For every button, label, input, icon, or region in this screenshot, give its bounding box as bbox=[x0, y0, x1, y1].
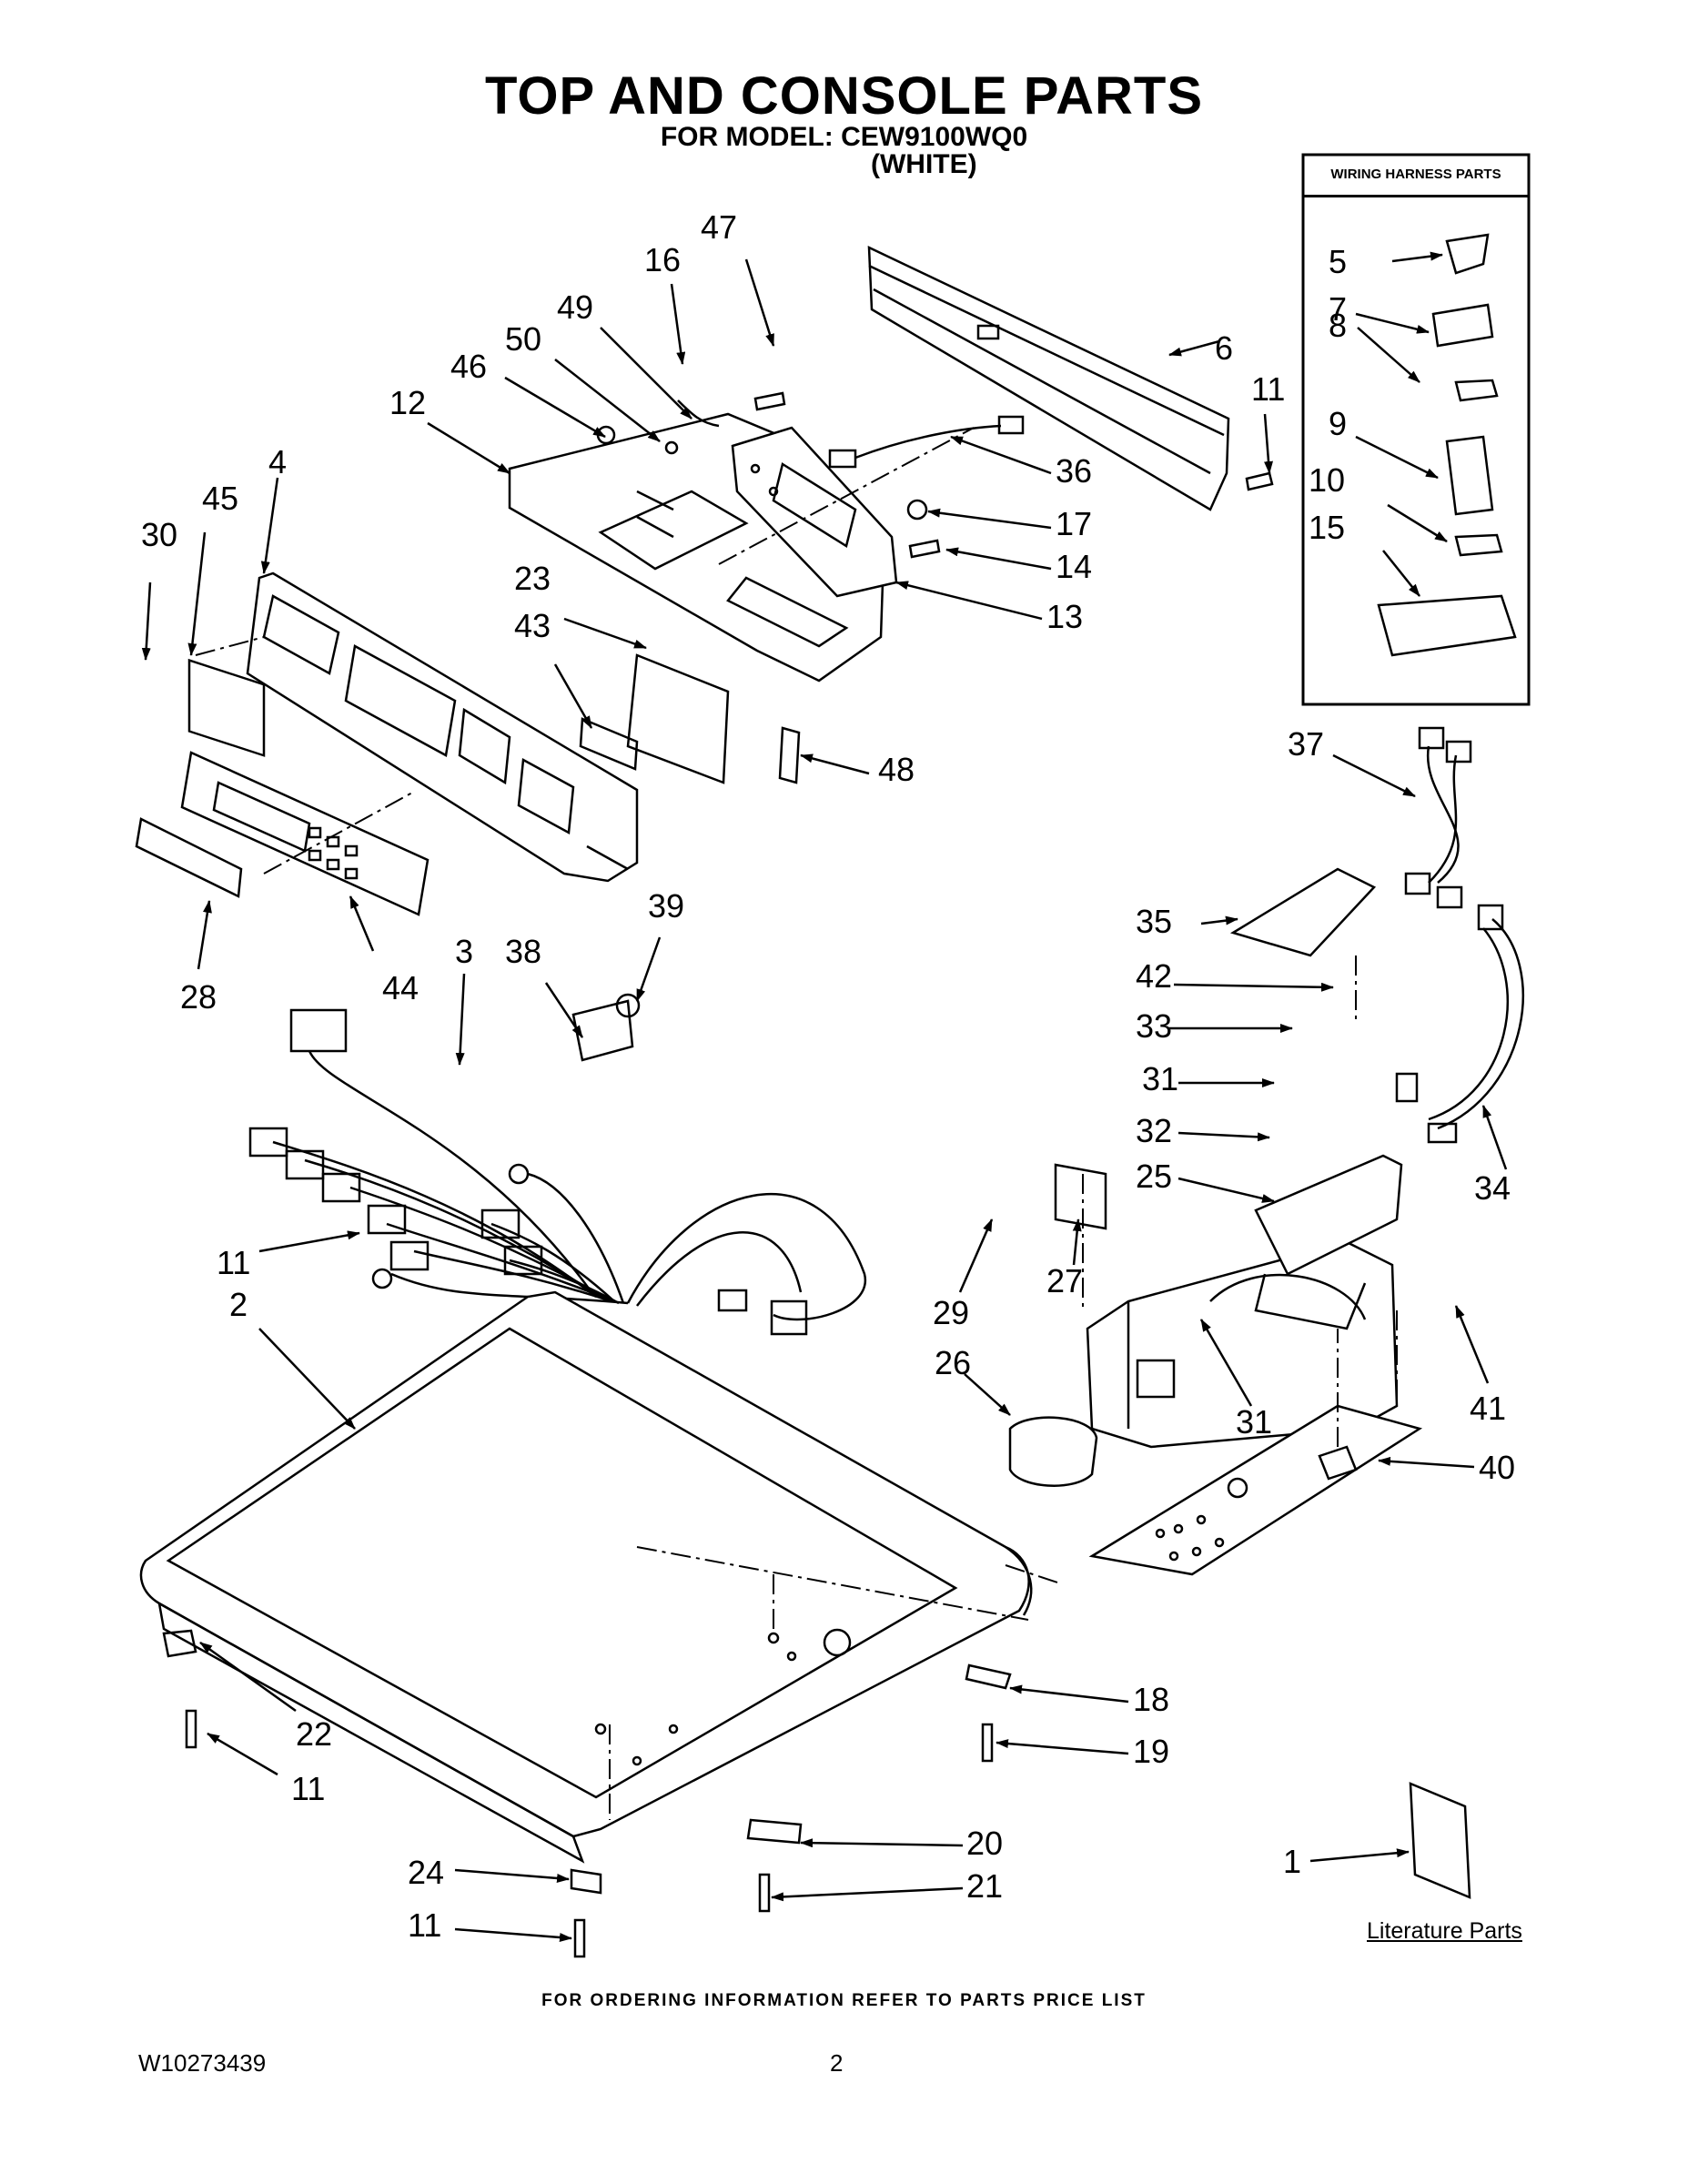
wiring-harness-box bbox=[1301, 153, 1531, 706]
part-label: 46 bbox=[450, 348, 487, 385]
page-number: 2 bbox=[830, 2049, 844, 2077]
top-panel bbox=[139, 1290, 1033, 1864]
junction-box bbox=[1086, 1154, 1403, 1449]
part-label: 31 bbox=[1236, 1403, 1272, 1441]
terminal-plate bbox=[1088, 1404, 1423, 1576]
page-title: TOP AND CONSOLE PARTS bbox=[484, 66, 1204, 126]
part-label: 7 bbox=[1329, 290, 1347, 328]
part-labels: 47 16 49 50 46 12 4 45 30 6 11 36 17 14 … bbox=[141, 208, 1515, 1944]
cover-35 bbox=[1229, 867, 1377, 957]
part-label: 43 bbox=[514, 607, 551, 644]
part-label: 24 bbox=[408, 1854, 444, 1891]
main-wire-harness bbox=[248, 1008, 867, 1336]
part-label: 8 bbox=[1329, 307, 1347, 344]
part-label: 16 bbox=[644, 241, 681, 278]
harness-37 bbox=[1404, 726, 1472, 909]
overlay-45 bbox=[187, 658, 266, 757]
part-label: 14 bbox=[1056, 548, 1092, 585]
console-housing bbox=[508, 412, 884, 682]
part-label: 39 bbox=[648, 887, 684, 925]
literature-booklet bbox=[1409, 1782, 1471, 1899]
part-label: 48 bbox=[878, 751, 915, 788]
model-subtitle: FOR MODEL: CEW9100WQ0 bbox=[660, 122, 1028, 152]
part-label: 38 bbox=[505, 933, 541, 970]
part-label: 42 bbox=[1136, 957, 1172, 995]
harness-36 bbox=[828, 415, 1025, 469]
part-label: 49 bbox=[557, 288, 593, 326]
inset-connectors bbox=[1377, 233, 1517, 657]
document-number: W10273439 bbox=[138, 2049, 267, 2077]
part-label: 27 bbox=[1046, 1262, 1083, 1299]
part-label: 5 bbox=[1329, 243, 1347, 280]
part-label: 35 bbox=[1136, 903, 1172, 940]
part-label: 11 bbox=[1251, 370, 1285, 408]
part-label: 11 bbox=[291, 1770, 325, 1807]
display-lens bbox=[135, 817, 243, 898]
part-label: 23 bbox=[514, 560, 551, 597]
part-label: 47 bbox=[701, 208, 737, 246]
harness-34 bbox=[1395, 904, 1524, 1144]
top-mount-hardware bbox=[162, 1629, 1012, 1958]
shield-plate bbox=[626, 653, 730, 784]
part-label: 20 bbox=[966, 1825, 1003, 1862]
part-label: 28 bbox=[180, 978, 217, 1016]
bracket-43 bbox=[579, 717, 639, 771]
display-overlay bbox=[180, 751, 430, 916]
part-label: 45 bbox=[202, 480, 238, 517]
part-label: 22 bbox=[296, 1715, 332, 1753]
part-label: 33 bbox=[1136, 1007, 1172, 1045]
part-label: 11 bbox=[408, 1906, 441, 1944]
transformer bbox=[571, 993, 641, 1062]
part-label: 32 bbox=[1136, 1112, 1172, 1149]
rear-console-frame bbox=[867, 245, 1230, 511]
part-label: 9 bbox=[1329, 405, 1347, 442]
part-label: 31 bbox=[1142, 1060, 1178, 1097]
part-label: 26 bbox=[935, 1344, 971, 1381]
part-label: 25 bbox=[1136, 1158, 1172, 1195]
part-label: 40 bbox=[1479, 1449, 1515, 1486]
part-label: 2 bbox=[229, 1286, 248, 1323]
leader-lines bbox=[141, 251, 1508, 1942]
part-label: 11 bbox=[217, 1244, 250, 1281]
cap-26 bbox=[1008, 1416, 1098, 1487]
literature-parts-label: Literature Parts bbox=[1367, 1918, 1522, 1944]
part-label: 37 bbox=[1288, 725, 1324, 763]
wiring-harness-title: WIRING HARNESS PARTS bbox=[1303, 155, 1529, 197]
part-label: 36 bbox=[1056, 452, 1092, 490]
part-label: 29 bbox=[933, 1294, 969, 1331]
control-board bbox=[731, 426, 898, 598]
clip-48 bbox=[778, 726, 801, 784]
part-label: 41 bbox=[1470, 1390, 1506, 1427]
part-label: 50 bbox=[505, 320, 541, 358]
part-label: 21 bbox=[966, 1867, 1003, 1905]
part-label: 17 bbox=[1056, 505, 1092, 542]
part-label: 44 bbox=[382, 969, 419, 1006]
color-variant: (WHITE) bbox=[871, 149, 977, 179]
part-label: 30 bbox=[141, 516, 177, 553]
part-label: 10 bbox=[1309, 461, 1345, 499]
part-label: 19 bbox=[1133, 1733, 1169, 1770]
part-label: 1 bbox=[1283, 1843, 1301, 1880]
fasteners-top bbox=[596, 391, 1274, 559]
part-label: 6 bbox=[1215, 329, 1233, 367]
bracket-27 bbox=[1054, 1163, 1107, 1230]
ordering-note: FOR ORDERING INFORMATION REFER TO PARTS … bbox=[541, 1991, 1147, 2010]
part-label: 18 bbox=[1133, 1681, 1169, 1718]
part-label: 34 bbox=[1474, 1169, 1511, 1207]
part-label: 12 bbox=[389, 384, 426, 421]
part-label: 4 bbox=[268, 443, 287, 480]
part-label: 3 bbox=[455, 933, 473, 970]
part-label: 15 bbox=[1309, 509, 1345, 546]
console-panel bbox=[246, 571, 639, 883]
part-label: 13 bbox=[1046, 598, 1083, 635]
